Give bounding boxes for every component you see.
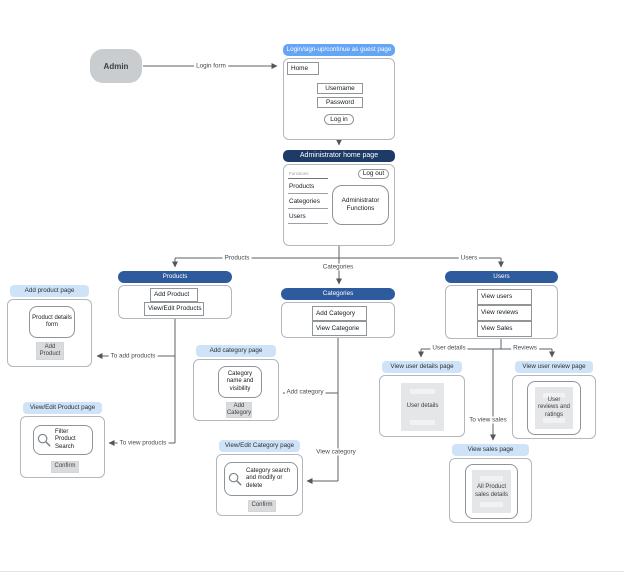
edge-label-to-view-products: To view products: [117, 439, 169, 447]
login-page-title: Login/sign-up/continue as guest page: [283, 44, 395, 56]
menu-caption: Functions: [288, 170, 328, 179]
confirm-product-button[interactable]: Confirm: [51, 461, 79, 473]
menu-item-categories[interactable]: Categories: [288, 194, 328, 209]
login-page-body: Home Username Password Log in: [283, 58, 395, 140]
add-category-page-body: Category name and visibility Add Categor…: [193, 359, 279, 421]
add-product-item[interactable]: Add Product: [150, 288, 198, 302]
categories-title: Categories: [281, 288, 395, 300]
node-login-page[interactable]: Login/sign-up/continue as guest page Hom…: [283, 44, 395, 140]
view-users-item[interactable]: View users: [477, 289, 532, 305]
sales-doc[interactable]: All Product sales details: [472, 470, 511, 513]
view-sales-page-body: All Product sales details: [449, 458, 532, 523]
edge-label-categories: Categories: [320, 263, 356, 271]
node-view-edit-product-page[interactable]: View/Edit Product page Filter Product Se…: [20, 402, 105, 478]
edge-label-users: Users: [458, 254, 480, 262]
view-user-review-page-body: User reviews and ratings: [512, 375, 596, 439]
view-sales-page-title: View sales page: [452, 444, 529, 456]
edge-label-view-category: View category: [314, 448, 358, 456]
add-category-item[interactable]: Add Category: [312, 306, 367, 321]
add-product-page-title: Add product page: [10, 285, 89, 297]
edge-label-login-form: Login form: [194, 62, 228, 70]
edge-label-add-category: Add category: [284, 388, 326, 396]
view-edit-products-item[interactable]: View/Edit Products: [144, 302, 204, 316]
add-product-page-body: Product details form Add Product: [7, 299, 92, 367]
admin-label: Admin: [103, 61, 129, 71]
user-details-doc[interactable]: User details: [401, 383, 444, 431]
category-name-visibility-box[interactable]: Category name and visibility: [218, 366, 262, 398]
node-view-user-review-page[interactable]: View user review page User reviews and r…: [512, 361, 596, 439]
category-search-box[interactable]: Category search and modify or delete: [224, 462, 298, 496]
view-edit-category-page-body: Category search and modify or delete Con…: [216, 454, 303, 516]
node-view-user-details-page[interactable]: View user details page User details: [379, 361, 465, 437]
add-product-button[interactable]: Add Product: [36, 342, 64, 360]
node-add-category-page[interactable]: Add category page Category name and visi…: [193, 345, 279, 421]
view-edit-product-page-title: View/Edit Product page: [23, 402, 102, 414]
categories-body: Add Category View Categorie: [281, 302, 395, 338]
administrator-functions-box[interactable]: Administrator Functions: [332, 185, 389, 225]
category-search-label: Category search and modify or delete: [246, 468, 291, 489]
admin-home-body: Log out Functions Products Categories Us…: [283, 164, 395, 246]
user-reviews-doc[interactable]: User reviews and ratings: [535, 387, 573, 429]
view-user-details-page-body: User details: [379, 375, 465, 437]
sales-doc-label: All Product sales details: [474, 484, 509, 498]
edge-label-to-add-products: To add products: [108, 352, 158, 360]
search-icon: [228, 472, 242, 486]
view-user-details-page-title: View user details page: [382, 361, 462, 373]
product-details-form-box[interactable]: Product details form: [29, 306, 75, 338]
user-reviews-doc-label: User reviews and ratings: [537, 397, 570, 418]
node-view-edit-category-page[interactable]: View/Edit Category page Category search …: [216, 440, 303, 516]
node-admin-home-page[interactable]: Administrator home page Log out Function…: [283, 150, 395, 246]
menu-item-products[interactable]: Products: [288, 179, 328, 194]
search-icon: [37, 433, 51, 447]
admin-home-title: Administrator home page: [283, 150, 395, 162]
users-title: Users: [445, 271, 558, 283]
menu-item-users[interactable]: Users: [288, 209, 328, 224]
edge-label-to-view-sales: To view sales: [467, 416, 509, 424]
add-category-page-title: Add category page: [196, 345, 276, 357]
node-products[interactable]: Products Add Product View/Edit Products: [118, 271, 232, 319]
edge-label-user-details: User details: [430, 344, 468, 352]
edge-label-products: Products: [222, 254, 252, 262]
view-edit-category-page-title: View/Edit Category page: [219, 440, 300, 452]
view-categorie-item[interactable]: View Categorie: [312, 321, 367, 336]
node-view-sales-page[interactable]: View sales page All Product sales detail…: [449, 444, 532, 523]
products-body: Add Product View/Edit Products: [118, 285, 232, 319]
admin-home-menu: Functions Products Categories Users: [288, 170, 328, 224]
view-edit-product-page-body: Filter Product Search Confirm: [20, 416, 105, 478]
view-reviews-item[interactable]: View reviews: [477, 305, 532, 321]
node-admin[interactable]: Admin: [90, 49, 142, 83]
products-title: Products: [118, 271, 232, 283]
edge-label-reviews: Reviews: [511, 344, 539, 352]
filter-product-search-label: Filter Product Search: [55, 429, 76, 450]
node-add-product-page[interactable]: Add product page Product details form Ad…: [7, 285, 92, 367]
home-box[interactable]: Home: [287, 62, 319, 75]
users-body: View users View reviews View Sales: [445, 285, 558, 339]
node-users[interactable]: Users View users View reviews View Sales: [445, 271, 558, 339]
node-categories[interactable]: Categories Add Category View Categorie: [281, 288, 395, 338]
add-category-button[interactable]: Add Category: [226, 402, 252, 418]
login-button[interactable]: Log in: [324, 114, 354, 125]
password-field[interactable]: Password: [317, 97, 363, 108]
filter-product-search-box[interactable]: Filter Product Search: [33, 425, 93, 455]
username-field[interactable]: Username: [317, 83, 363, 94]
confirm-category-button[interactable]: Confirm: [248, 500, 276, 512]
view-user-review-page-title: View user review page: [515, 361, 593, 373]
logout-button[interactable]: Log out: [358, 169, 389, 179]
page-bottom-edge: [0, 571, 624, 572]
user-details-doc-label: User details: [406, 403, 439, 410]
view-sales-item[interactable]: View Sales: [477, 321, 532, 337]
